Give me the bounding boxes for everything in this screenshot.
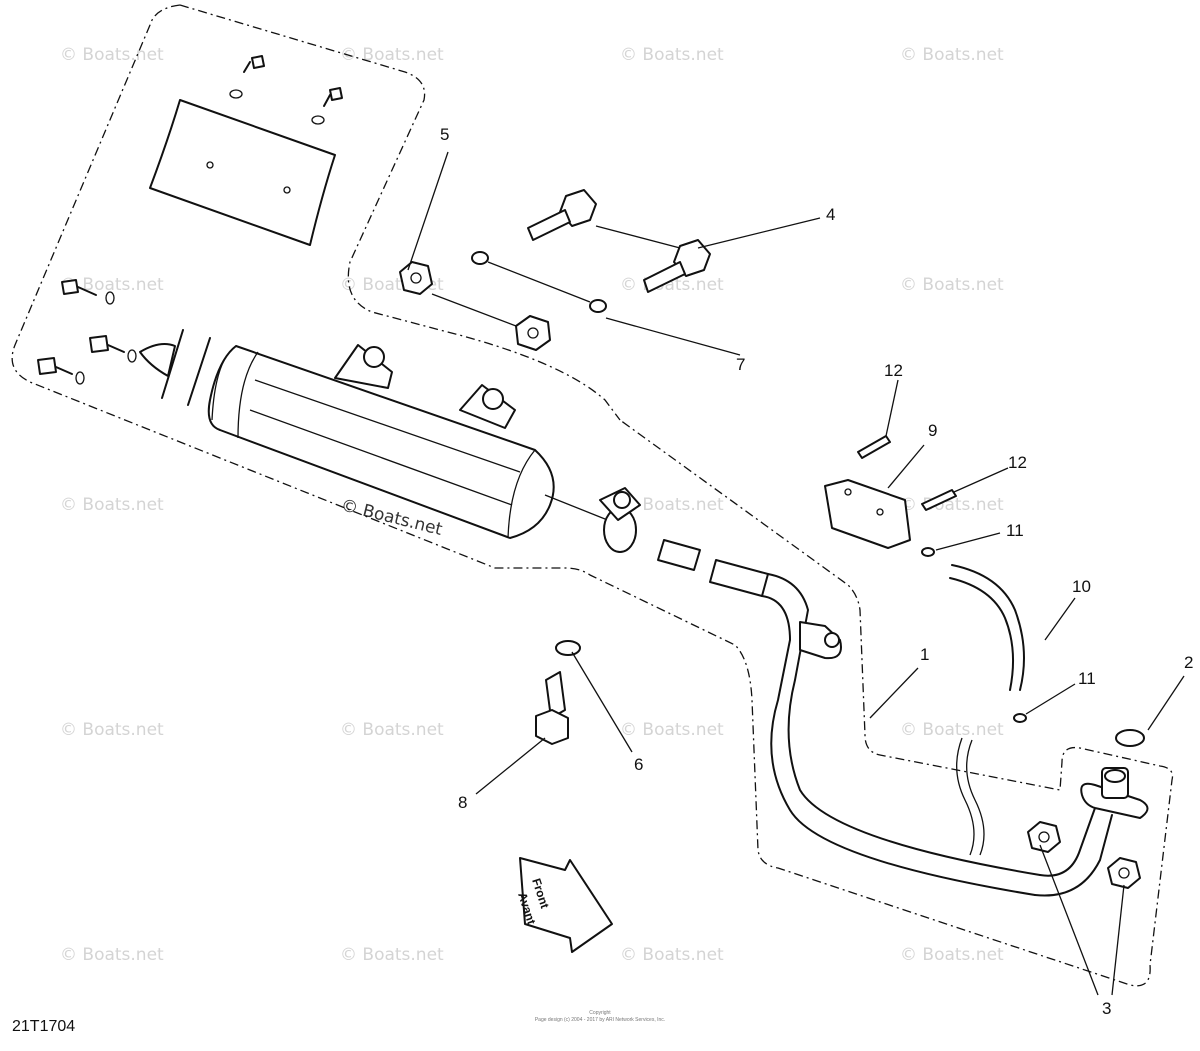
watermark: © Boats.net (900, 945, 1004, 965)
callout-3: 3 (1102, 999, 1111, 1018)
flat-washers (471, 251, 741, 356)
watermark: © Boats.net (60, 720, 164, 740)
muffler-group-boundary (11, 4, 1174, 987)
exhaust-clamp (599, 487, 641, 553)
exhaust-header-pipe (761, 573, 1113, 897)
muffler (207, 344, 621, 539)
callout-1: 1 (920, 645, 929, 664)
bracket (824, 479, 911, 549)
hose-clip (1013, 713, 1027, 723)
sleeve-gasket (709, 559, 769, 597)
callout-11: 11 (1078, 669, 1096, 688)
hose (949, 564, 1025, 691)
hex-nuts (399, 261, 551, 351)
watermark: © Boats.net (900, 720, 1004, 740)
callout-4: 4 (826, 205, 835, 224)
watermark: © Boats.net (620, 945, 724, 965)
hex-bolts (527, 189, 711, 293)
hose-clip (921, 547, 935, 557)
watermark: © Boats.net (900, 45, 1004, 65)
callout-6: 6 (634, 755, 643, 774)
callout-10: 10 (1072, 577, 1091, 596)
watermark: © Boats.net (60, 945, 164, 965)
heat-shield-screws (37, 55, 343, 406)
sleeve-gasket (657, 539, 701, 571)
leader-lines (407, 151, 1185, 996)
heat-shield-group-boundary (179, 4, 621, 421)
exhaust-flange (1080, 767, 1149, 819)
exhaust-gasket (1115, 729, 1145, 747)
watermark-grid: © Boats.net © Boats.net © Boats.net © Bo… (60, 45, 1004, 965)
callout-7: 7 (736, 355, 745, 374)
watermark: © Boats.net (900, 275, 1004, 295)
callout-8: 8 (458, 793, 467, 812)
copyright-notice: Copyright Page design (c) 2004 - 2017 by… (470, 1010, 730, 1024)
watermark: © Boats.net (60, 45, 164, 65)
copyright-line-2: Page design (c) 2004 - 2017 by ARI Netwo… (534, 1017, 666, 1023)
callout-5: 5 (440, 125, 449, 144)
watermark: © Boats.net (340, 720, 444, 740)
lock-washer (555, 640, 581, 656)
watermark: © Boats.net (620, 495, 724, 515)
watermark: © Boats.net (60, 495, 164, 515)
diagram-code: 21T1704 (12, 1018, 76, 1035)
heat-shield (149, 99, 336, 246)
watermark: © Boats.net (620, 720, 724, 740)
watermark: © Boats.net (620, 45, 724, 65)
screw (921, 489, 957, 511)
callout-9: 9 (928, 421, 937, 440)
callout-12: 12 (884, 361, 903, 380)
callout-12: 12 (1008, 453, 1027, 472)
watermark: © Boats.net (340, 945, 444, 965)
screw (857, 435, 891, 459)
callout-11: 11 (1006, 521, 1024, 540)
watermark: © Boats.net (340, 45, 444, 65)
callout-2: 2 (1184, 653, 1193, 672)
copyright-line-1: Copyright (589, 1010, 611, 1016)
front-direction-arrow: Front Avant (515, 857, 613, 953)
mounting-bolt (535, 671, 569, 745)
flange-nuts (1027, 821, 1141, 889)
